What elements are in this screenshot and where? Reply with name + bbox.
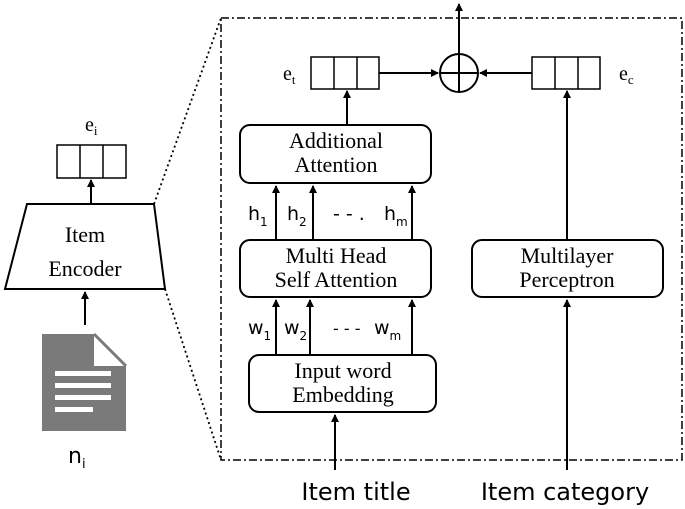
circle-plus-icon xyxy=(439,53,479,93)
et-symbol: e xyxy=(283,63,292,85)
additional-attention-block xyxy=(239,124,432,184)
item-encoder-label-line1: Item xyxy=(65,222,105,247)
input-embedding-line2: Embedding xyxy=(292,382,393,407)
hm-subscript: m xyxy=(396,215,408,229)
item-title-label: Item title xyxy=(301,478,410,506)
h1-subscript: 1 xyxy=(260,215,268,229)
item-encoder-label-line2: Encoder xyxy=(48,256,122,281)
ni-label: ni xyxy=(68,444,86,472)
w1-label: w1 xyxy=(248,317,271,343)
mlp-line1: Multilayer xyxy=(521,243,615,268)
w1-subscript: 1 xyxy=(264,329,272,343)
ei-vector xyxy=(56,144,127,179)
encoder-detail-frame xyxy=(220,17,683,461)
ei-label: ei xyxy=(85,114,98,138)
wm-subscript: m xyxy=(390,329,402,343)
multi-head-attention-block xyxy=(239,239,432,298)
input-embedding-line1: Input word xyxy=(294,358,391,383)
zoom-connector-top xyxy=(153,17,222,205)
et-subscript: t xyxy=(292,72,296,87)
h2-subscript: 2 xyxy=(299,215,307,229)
w2-symbol: w xyxy=(284,317,300,339)
h1-symbol: h xyxy=(248,203,260,225)
multi-head-line2: Self Attention xyxy=(275,267,398,292)
ec-label: ec xyxy=(619,63,634,87)
ei-subscript: i xyxy=(94,123,98,138)
ec-symbol: e xyxy=(619,63,628,85)
h2-label: h2 xyxy=(287,203,307,229)
w2-label: w2 xyxy=(284,317,307,343)
item-category-label: Item category xyxy=(481,478,649,506)
ec-vector xyxy=(531,56,601,90)
zoom-connector-bottom xyxy=(164,288,222,461)
hm-symbol: h xyxy=(384,203,396,225)
w-dots: - - - xyxy=(333,319,361,338)
additional-attention-line2: Attention xyxy=(294,152,377,177)
et-label: et xyxy=(283,63,296,87)
document-icon xyxy=(42,332,128,431)
wm-symbol: w xyxy=(374,317,390,339)
multi-head-line1: Multi Head xyxy=(286,243,387,268)
ni-symbol: n xyxy=(68,444,82,469)
left-item-encoder-section: ei Item Encoder ni xyxy=(3,114,167,472)
et-vector xyxy=(310,56,380,90)
mlp-line2: Perceptron xyxy=(519,267,614,292)
ni-subscript: i xyxy=(82,457,86,472)
hm-label: hm xyxy=(384,203,408,229)
wm-label: wm xyxy=(374,317,401,343)
h1-label: h1 xyxy=(248,203,268,229)
w2-subscript: 2 xyxy=(300,329,308,343)
additional-attention-line1: Additional xyxy=(289,128,383,153)
input-embedding-block xyxy=(248,354,437,413)
h-dots: - - . xyxy=(333,203,365,225)
ei-symbol: e xyxy=(85,114,94,136)
h2-symbol: h xyxy=(287,203,299,225)
ec-subscript: c xyxy=(628,72,634,87)
w1-symbol: w xyxy=(248,317,264,339)
